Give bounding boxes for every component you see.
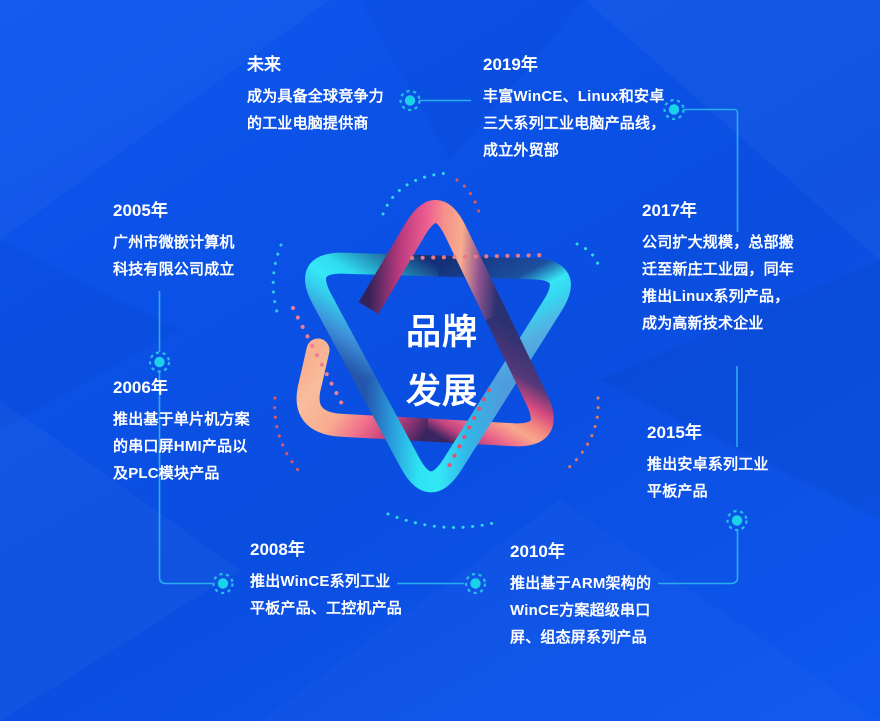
timeline-text: 成立外贸部 [483, 142, 560, 159]
timeline-year: 未来 [247, 55, 281, 74]
timeline-node-icon [148, 351, 171, 373]
timeline-item-2006: 2006年 推出基于单片机方案 的串口屏HMI产品以 及PLC模块产品 [113, 377, 250, 487]
bg-facet [600, 260, 880, 520]
timeline-text: 推出安卓系列工业 [647, 456, 769, 473]
timeline-text: 公司扩大规模，总部搬 [642, 234, 795, 251]
timeline-node-icon [399, 89, 421, 112]
star-dots-left-edge [291, 306, 347, 412]
star-dots-top-bar [410, 253, 548, 260]
timeline-text: 的串口屏HMI产品以 [113, 438, 248, 455]
timeline-year: 2010年 [510, 542, 565, 561]
star-cyan-right-corner [438, 255, 571, 391]
star-pink-top-corner [358, 200, 507, 321]
timeline-year: 2017年 [642, 201, 697, 220]
star-pink-bottomright-corner [426, 309, 554, 447]
timeline-text: 广州市微嵌计算机 [113, 234, 235, 251]
timeline-text: 成为具备全球竞争力 [247, 88, 384, 105]
timeline-text: 丰富WinCE、Linux和安卓 [483, 88, 665, 105]
timeline-text: 屏、组态屏系列产品 [510, 629, 647, 646]
timeline-item-2017: 2017年 公司扩大规模，总部搬 迁至新庄工业园，同年 推出Linux系列产品，… [642, 200, 794, 337]
star-pink-bottomleft-corner [296, 338, 439, 442]
timeline-text: 推出基于单片机方案 [113, 411, 250, 428]
decor-arc-bottom [386, 512, 500, 529]
timeline-node-icon [663, 98, 685, 121]
timeline-text: WinCE方案超级串口 [510, 602, 651, 619]
timeline-text: 成为高新技术企业 [642, 315, 764, 332]
timeline-item-2010: 2010年 推出基于ARM架构的 WinCE方案超级串口 屏、组态屏系列产品 [510, 541, 651, 651]
timeline-text: 平板产品、工控机产品 [250, 600, 403, 617]
timeline-node-icon [212, 572, 234, 595]
timeline-year: 2008年 [250, 540, 305, 559]
star-cyan-bottom-corner [356, 376, 512, 493]
timeline-text: 科技有限公司成立 [113, 261, 235, 278]
decor-arc-bottomleft [273, 396, 300, 472]
decor-arc-right [575, 242, 600, 266]
timeline-node-icon [726, 509, 748, 532]
timeline-text: 及PLC模块产品 [113, 465, 220, 482]
decor-arc-top [381, 171, 452, 216]
timeline-year: 2015年 [647, 423, 702, 442]
decor-arc-topright [455, 178, 481, 214]
timeline-year: 2019年 [483, 55, 538, 74]
star-cyan-left-corner [305, 252, 439, 386]
timeline-text: 推出基于ARM架构的 [510, 575, 652, 592]
timeline-text: 推出WinCE系列工业 [250, 573, 391, 590]
connector-2019-2017 [684, 108, 739, 232]
timeline-node-icon [464, 572, 487, 595]
timeline-text: 平板产品 [647, 483, 708, 500]
connector-2006-2008 [158, 372, 212, 585]
timeline-year: 2006年 [113, 378, 168, 397]
connector-2010-2015 [658, 531, 739, 585]
timeline-text: 推出Linux系列产品， [642, 288, 790, 305]
timeline-item-2005: 2005年 广州市微嵌计算机 科技有限公司成立 [113, 200, 235, 283]
timeline-item-2008: 2008年 推出WinCE系列工业 平板产品、工控机产品 [250, 539, 402, 622]
star-dots-right-edge [446, 388, 491, 470]
center-title-line1: 品牌 [405, 313, 478, 352]
center-title: 品牌 发展 [372, 303, 512, 421]
timeline-text: 三大系列工业电脑产品线， [483, 115, 666, 132]
timeline-year: 2005年 [113, 201, 168, 220]
center-title-line2: 发展 [405, 372, 478, 411]
timeline-item-future: 未来 成为具备全球竞争力 的工业电脑提供商 [247, 54, 384, 137]
decor-arc-left [271, 243, 283, 317]
timeline-item-2019: 2019年 丰富WinCE、Linux和安卓 三大系列工业电脑产品线， 成立外贸… [483, 54, 665, 164]
timeline-item-2015: 2015年 推出安卓系列工业 平板产品 [647, 422, 769, 505]
timeline-text: 迁至新庄工业园，同年 [642, 261, 795, 278]
timeline-text: 的工业电脑提供商 [247, 115, 369, 132]
timeline-nodes [148, 89, 748, 595]
decor-arc-bottomright [562, 396, 600, 474]
